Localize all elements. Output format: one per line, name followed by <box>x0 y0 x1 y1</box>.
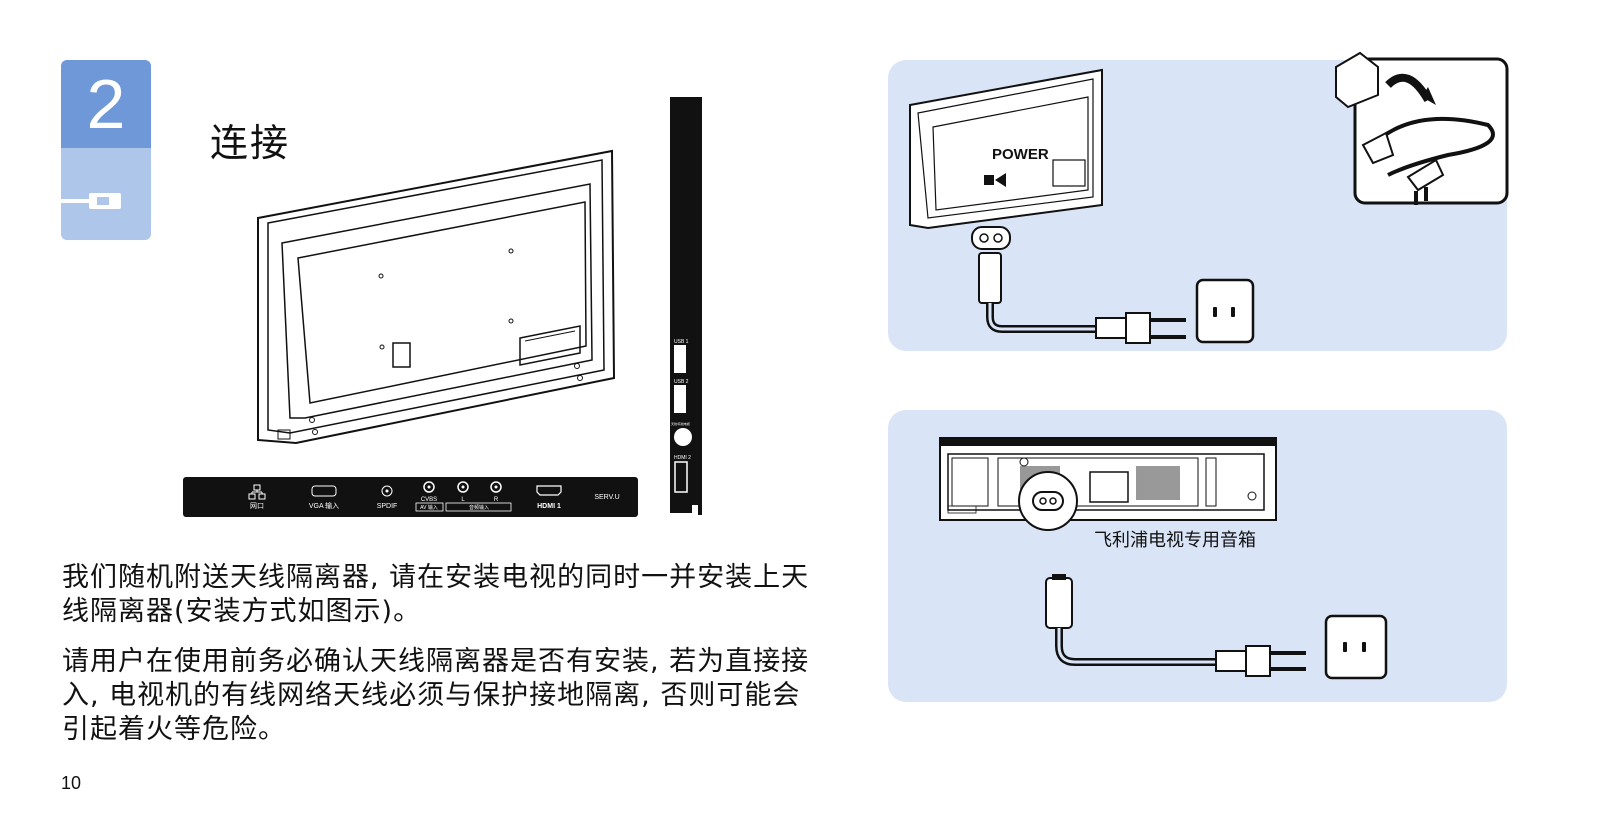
usb1-port-icon <box>674 345 686 373</box>
side-label-usb1: USB 1 <box>674 339 689 345</box>
port-label-spdif: SPDIF <box>377 503 398 510</box>
page-number: 10 <box>61 773 82 793</box>
usb2-port-icon <box>674 385 686 413</box>
port-label-cvbs: CVBS <box>421 497 437 503</box>
cable-plug-icon <box>61 193 121 209</box>
power-connection-illustration: POWER <box>909 51 1509 344</box>
port-label-lan: 网口 <box>250 502 264 510</box>
chapter-badge: 2 <box>61 60 151 240</box>
port-label-r: R <box>494 497 499 503</box>
side-connector-strip: USB 1 USB 2 天线/有线电视 HDMI 2 <box>670 97 702 515</box>
back-connector-strip: 网口 VGA 输入 SPDIF CVBS L R AV 输入 音频输入 HDMI… <box>183 477 638 517</box>
port-label-vga: VGA 输入 <box>309 501 339 510</box>
spdif-port-icon <box>381 485 393 497</box>
port-label-serv: SERV.U <box>594 494 619 501</box>
power-cable-box-inset <box>1353 57 1509 205</box>
side-label-usb2: USB 2 <box>674 379 689 385</box>
vga-port-icon <box>311 485 337 497</box>
power-cable <box>986 303 1098 333</box>
port-label-hdmi1: HDMI 1 <box>537 503 561 510</box>
connector-badge <box>61 148 151 240</box>
group-label-av-in: AV 输入 <box>420 504 438 511</box>
chapter-number: 2 <box>61 60 151 148</box>
power-socket-icon <box>984 173 1006 187</box>
speaker-power-cable <box>1055 628 1218 666</box>
cvbs-port-icon <box>423 481 435 493</box>
tv-back-illustration <box>257 149 616 445</box>
hdmi-port-icon <box>536 485 562 496</box>
c7-plug-icon-speaker <box>1045 577 1073 629</box>
c7-socket-icon <box>1032 491 1064 511</box>
wall-outlet-icon-speaker <box>1324 614 1388 680</box>
lan-port-icon <box>248 484 266 500</box>
wall-outlet-icon <box>1195 278 1255 344</box>
page-title: 连接 <box>210 121 291 165</box>
speaker-caption: 飞利浦电视专用音箱 <box>1094 530 1256 551</box>
port-label-l: L <box>461 497 465 503</box>
antenna-port-icon <box>674 428 692 446</box>
audio-l-port-icon <box>457 481 469 493</box>
power-label: POWER <box>992 146 1049 163</box>
group-label-audio-in: 音频输入 <box>469 504 489 511</box>
paragraph-safety-warning: 请用户在使用前务必确认天线隔离器是否有安装, 若为直接接入, 电视机的有线网络天… <box>62 646 810 745</box>
audio-r-port-icon <box>490 481 502 493</box>
speaker-connection-illustration: 飞利浦电视专用音箱 <box>939 437 1388 680</box>
speaker-socket-magnifier <box>1018 471 1078 531</box>
side-label-hdmi2: HDMI 2 <box>674 455 691 461</box>
hdmi2-port-icon <box>674 461 688 493</box>
side-label-antenna: 天线/有线电视 <box>671 421 690 426</box>
c7-plug-icon <box>971 226 1011 250</box>
paragraph-isolator-notice: 我们随机附送天线隔离器, 请在安装电视的同时一并安装上天线隔离器(安装方式如图示… <box>62 562 810 627</box>
